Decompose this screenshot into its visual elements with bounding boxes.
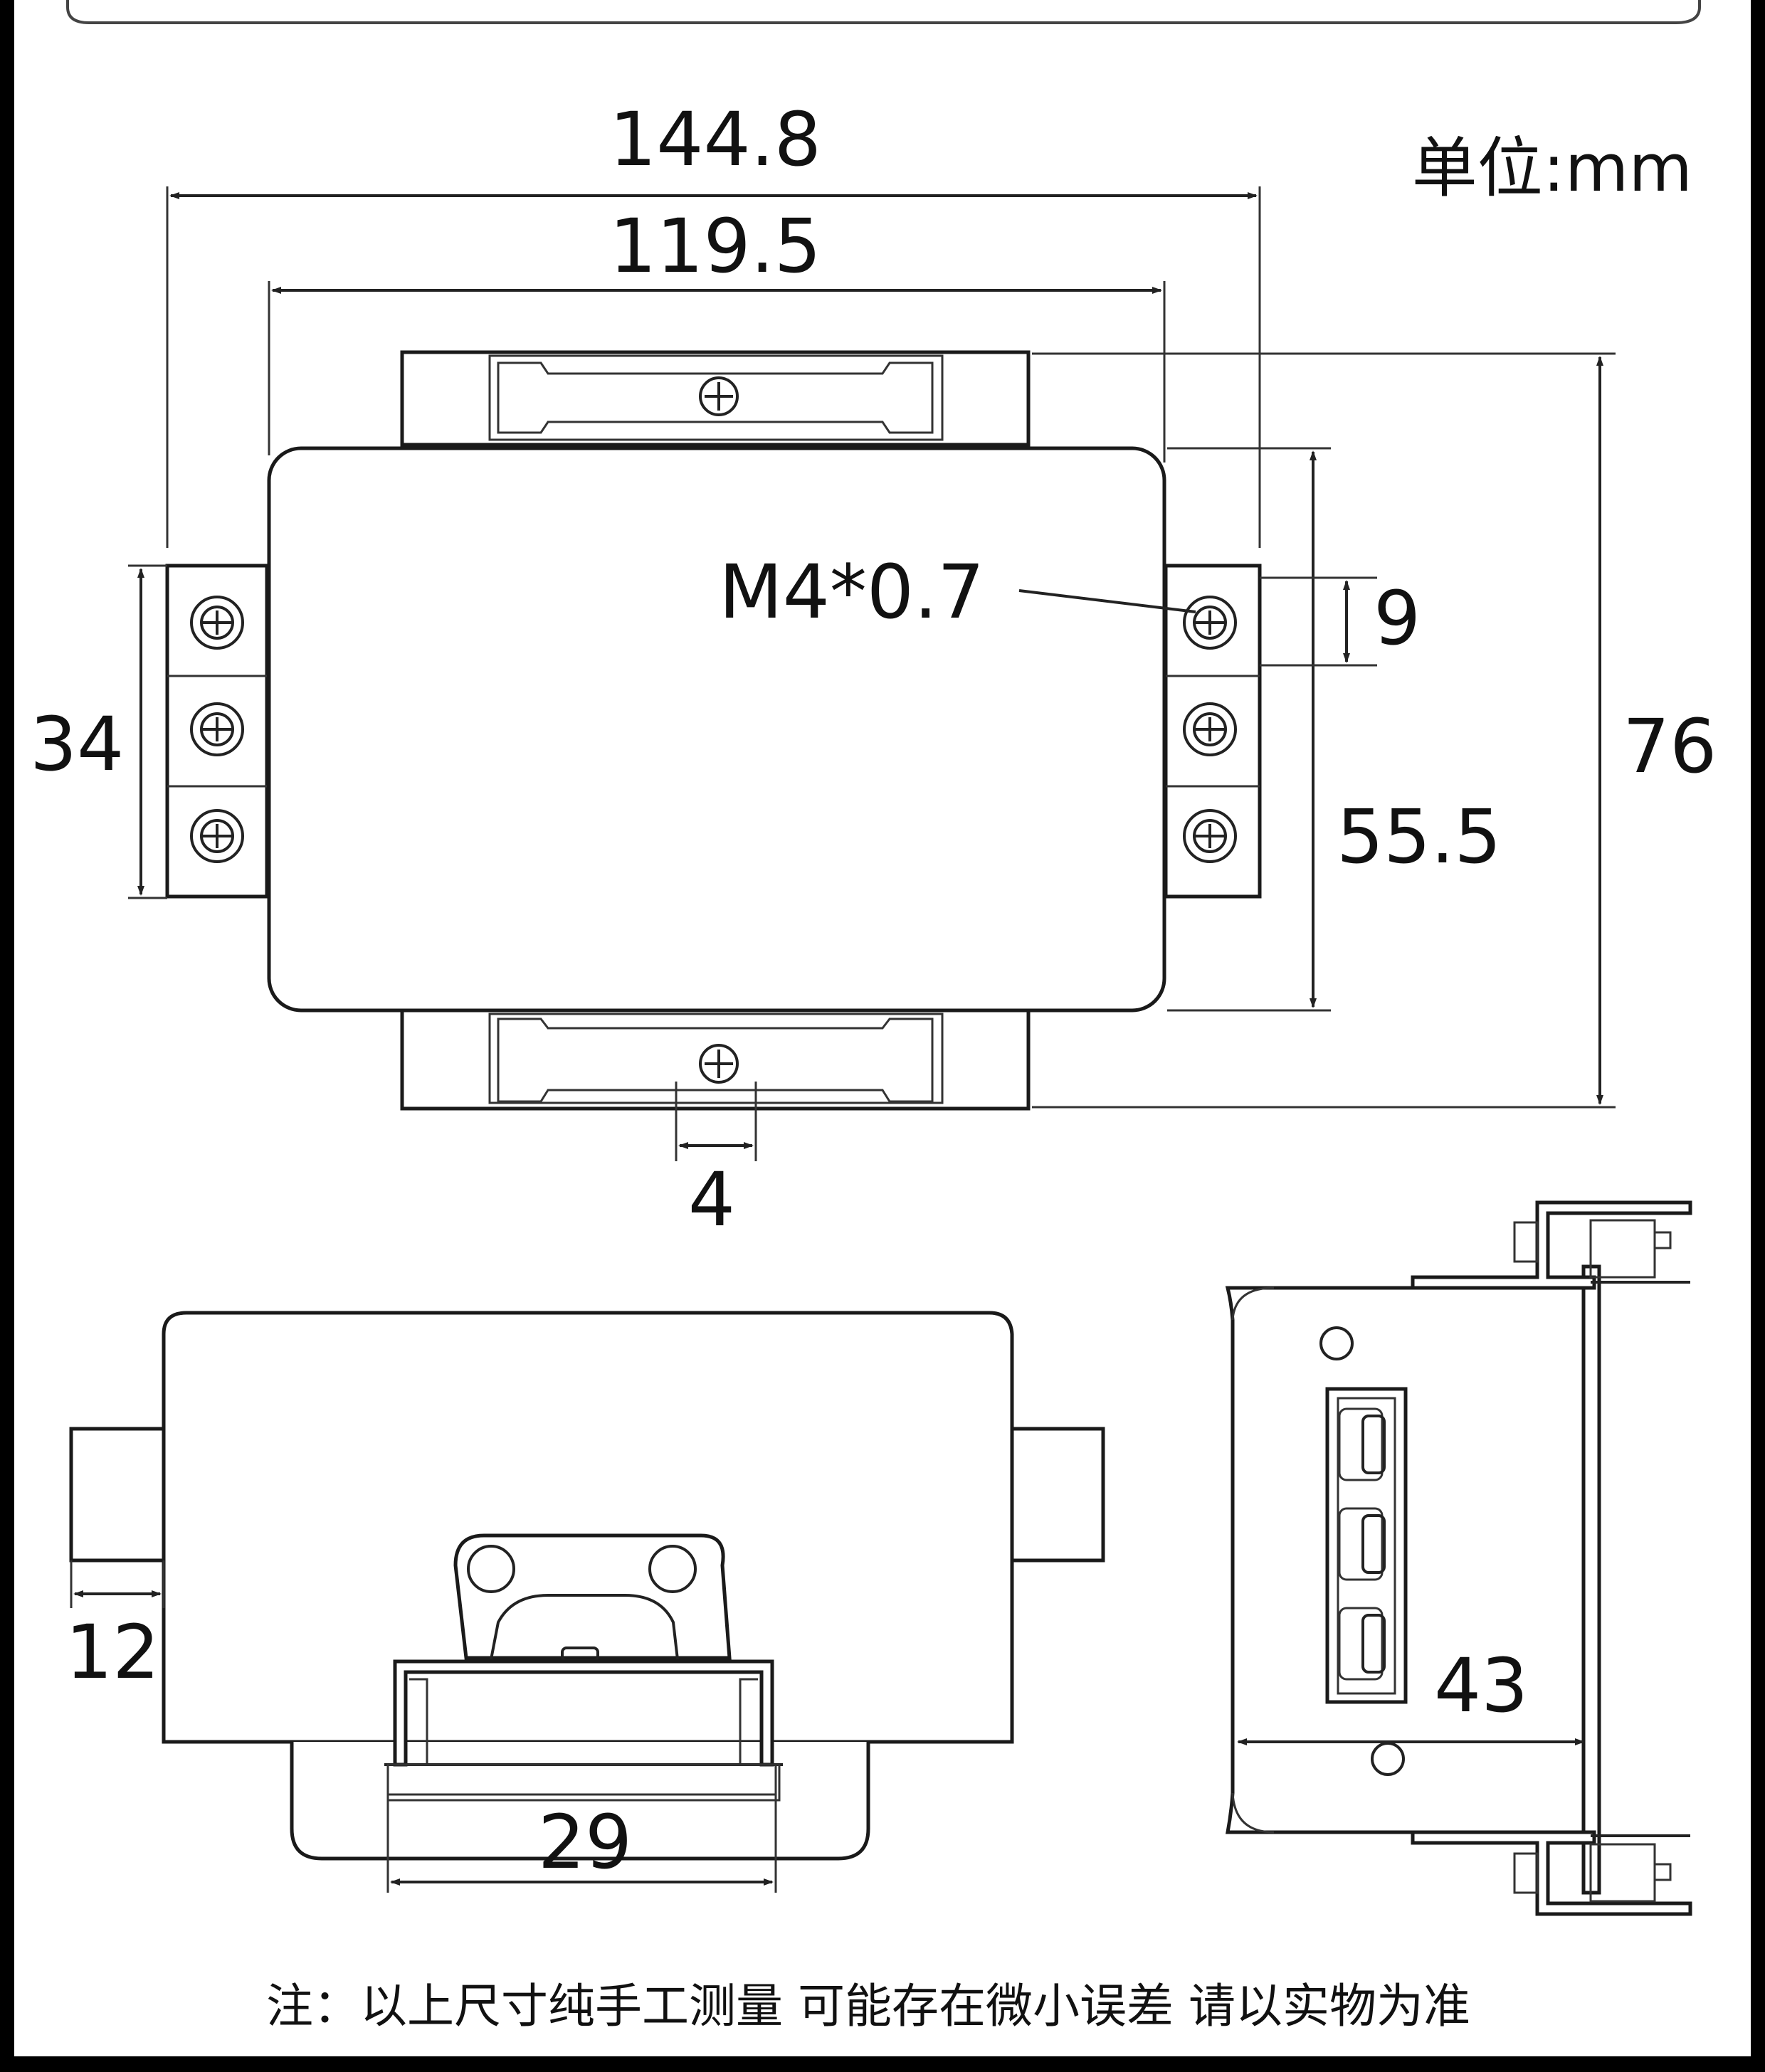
din-rail-inner: [409, 1678, 758, 1765]
filter-body-side: [1225, 1286, 1596, 1834]
filter-body-front: [162, 1311, 1014, 1744]
top-view: 144.8 119.5 单位:mm 76 55.5: [30, 96, 1717, 1243]
unit-label: 单位:mm: [1412, 130, 1692, 206]
dim-label-bracket-width: 29: [538, 1799, 632, 1886]
bottom-mounting-foot: [400, 1007, 1031, 1111]
side-outline: [1231, 1286, 1275, 1834]
dim-label-overall-height: 76: [1623, 703, 1717, 790]
footnote: 注：以上尺寸纯手工测量 可能存在微小误差 请以实物为准: [266, 1979, 1470, 2034]
terminal-screw: [1183, 596, 1237, 650]
side-view: 43: [1225, 1200, 1692, 1916]
terminal-screw: [1183, 702, 1237, 756]
dim-bracket-width: [386, 1765, 777, 1893]
dim-label-mounting-slot: 4: [688, 1156, 735, 1243]
dim-mounting-slot: [675, 1082, 757, 1161]
side-terminal-screw: [1338, 1607, 1386, 1681]
left-terminal-stub: [69, 1427, 166, 1563]
clip-hole: [467, 1545, 515, 1593]
dim-label-body-height: 55.5: [1337, 793, 1502, 880]
dim-label-body-width: 119.5: [609, 203, 821, 290]
mounting-rail: [1581, 1264, 1601, 1895]
dim-terminal-pitch: [1260, 576, 1377, 667]
side-terminal-screw: [1338, 1407, 1386, 1481]
right-terminal-stub: [1005, 1427, 1105, 1563]
dim-label-terminal-block-height: 34: [30, 701, 124, 788]
clip-hole: [648, 1545, 697, 1593]
terminal-screw: [190, 702, 244, 756]
left-terminal-block: [165, 564, 269, 899]
dim-terminal-block-height: [128, 564, 167, 899]
side-bottom-bracket: [1411, 1830, 1692, 1916]
terminal-screw: [190, 596, 244, 650]
clip-cutout: [490, 1594, 679, 1660]
dim-label-overall-width: 144.8: [609, 96, 821, 183]
right-terminal-block: [1164, 564, 1262, 899]
top-mounting-foot: [400, 350, 1031, 447]
terminal-screw: [190, 809, 244, 863]
dim-body-width: [268, 281, 1166, 462]
thread-spec-label: M4*0.7: [719, 549, 984, 635]
dim-overall-height: [1032, 352, 1616, 1109]
dim-label-terminal-depth: 12: [65, 1609, 159, 1696]
side-hole: [1319, 1326, 1354, 1360]
terminal-screw: [1183, 809, 1237, 863]
top-banner-edge: [66, 0, 1701, 24]
side-terminal-screw: [1338, 1507, 1386, 1581]
side-top-bracket: [1411, 1200, 1692, 1290]
dim-body-height: [1167, 447, 1331, 1012]
dim-overall-width: [166, 186, 1261, 548]
filter-body-top: [267, 446, 1166, 1013]
dim-label-side-depth: 43: [1434, 1642, 1528, 1729]
thread-leader-line: [1018, 589, 1196, 613]
dim-terminal-depth: [70, 1560, 165, 1608]
front-view: 12 29: [65, 1311, 1105, 1893]
dim-label-terminal-pitch: 9: [1374, 575, 1421, 662]
